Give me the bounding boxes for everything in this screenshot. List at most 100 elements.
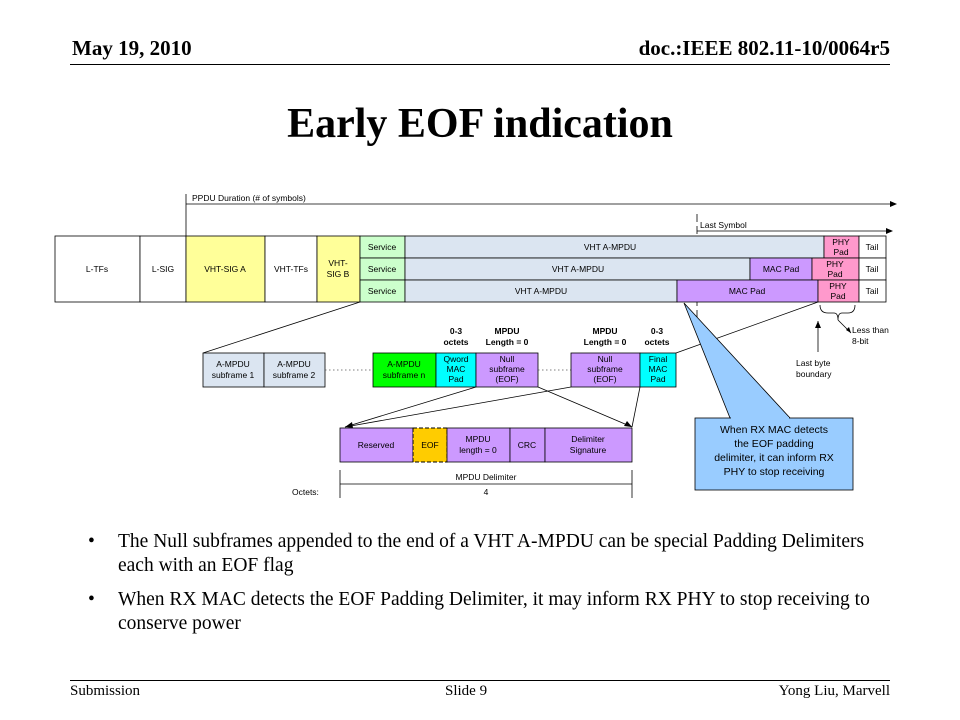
phy-pad-label-1a: PHY: [832, 237, 850, 247]
phy-pad-label-3a: PHY: [829, 281, 847, 291]
null-subframe-2-label-3: (EOF): [593, 374, 616, 384]
ppdu-duration-arrowhead: [890, 201, 897, 207]
mac-pad-label-3: MAC Pad: [729, 286, 766, 296]
ampdu-subframe-n-label-1: A-MPDU: [387, 359, 421, 369]
callout-line-2: the EOF padding: [734, 438, 814, 450]
qword-octets-label-2: octets: [443, 337, 468, 347]
mpdu-delimiter-label: MPDU Delimiter: [456, 472, 517, 482]
ampdu-subframe-2-label-2: subframe 2: [273, 370, 316, 380]
footer-submission: Submission: [70, 683, 141, 699]
expansion-line-left: [202, 301, 361, 354]
qword-mac-pad-label-3: Pad: [448, 374, 463, 384]
last-symbol-label: Last Symbol: [700, 220, 747, 230]
mpdu-length-label-2: length = 0: [459, 445, 497, 455]
final-octets-label-1: 0-3: [651, 326, 664, 336]
null-mpdu-label-1: MPDU: [494, 326, 519, 336]
eof-box: [412, 427, 448, 463]
qword-mac-pad-label-2: MAC: [447, 364, 466, 374]
null-subframe-2-box: [570, 352, 641, 388]
expansion-line-right: [675, 301, 819, 354]
crc-label: CRC: [518, 440, 536, 450]
null-subframe-1-label-2: subframe: [489, 364, 525, 374]
last-byte-arrowhead: [815, 321, 821, 328]
ampdu-subframe-1-box: [202, 352, 265, 388]
bullet-item: • The Null subframes appended to the end …: [88, 530, 888, 578]
phy-pad-label-1b: Pad: [833, 247, 848, 257]
header-doc-id: doc.:IEEE 802.11-10/0064r5: [638, 36, 890, 60]
qword-mac-pad-label-1: Qword: [443, 354, 468, 364]
null-subframe-2-label-2: subframe: [587, 364, 623, 374]
last-byte-label-1: Last byte: [796, 358, 831, 368]
last-symbol-arrowhead: [886, 228, 893, 234]
footer-slide-number: Slide 9: [445, 683, 488, 699]
less-than-label-2: 8-bit: [852, 336, 869, 346]
vht-ampdu-label-1: VHT A-MPDU: [584, 242, 636, 252]
callout-line-3: delimiter, it can inform RX: [714, 452, 834, 464]
vhtsigb-box: [316, 235, 361, 303]
service-label-1: Service: [368, 242, 397, 252]
bullet-dot-icon: •: [88, 589, 95, 610]
bullet-list: • The Null subframes appended to the end …: [88, 530, 888, 646]
phy-pad-label-2a: PHY: [826, 259, 844, 269]
tail-label-1: Tail: [866, 242, 879, 252]
ltfs-label: L-TFs: [86, 264, 108, 274]
null-subframe-1-box: [475, 352, 539, 388]
ampdu-subframe-n-label-2: subframe n: [383, 370, 426, 380]
final-mac-pad-label-1: Final: [649, 354, 668, 364]
qword-octets-label-1: 0-3: [450, 326, 463, 336]
null-mpdu-label-2: Length = 0: [486, 337, 529, 347]
mac-pad-label-2: MAC Pad: [763, 264, 800, 274]
callout-line-4: PHY to stop receiving: [724, 466, 825, 478]
bullet-dot-icon: •: [88, 531, 95, 552]
callout-line-1: When RX MAC detects: [720, 424, 828, 436]
octets-value: 4: [484, 487, 489, 497]
eof-label: EOF: [421, 440, 438, 450]
phy-pad-label-3b: Pad: [830, 291, 845, 301]
vht-ampdu-label-3: VHT A-MPDU: [515, 286, 567, 296]
bullet-item: • When RX MAC detects the EOF Padding Del…: [88, 588, 888, 636]
reserved-label: Reserved: [358, 440, 395, 450]
callout-pointer: [683, 302, 791, 419]
delim-arrow-3: [344, 386, 572, 428]
delimiter-signature-label-2: Signature: [570, 445, 607, 455]
null-subframe-1-label-1: Null: [500, 354, 515, 364]
less-than-label-1: Less than: [852, 325, 889, 335]
service-label-2: Service: [368, 264, 397, 274]
lsig-box: [139, 235, 187, 303]
delim-arrow-2: [537, 386, 633, 428]
ampdu-subframe-n-box: [372, 352, 437, 388]
header-rule: [70, 64, 890, 65]
tail-box-3: [858, 279, 887, 303]
footer-rule: [70, 680, 890, 681]
final-mac-pad-box: [639, 352, 677, 388]
tail-label-2: Tail: [866, 264, 879, 274]
bullet-text: When RX MAC detects the EOF Padding Deli…: [118, 589, 870, 634]
vhttfs-label: VHT-TFs: [274, 264, 308, 274]
header-date: May 19, 2010: [72, 36, 192, 60]
vhtsiga-label: VHT-SIG A: [204, 264, 246, 274]
mpdu-length-label-1: MPDU: [465, 434, 490, 444]
delim-arrow-1: [344, 386, 477, 428]
null2-mpdu-label-2: Length = 0: [584, 337, 627, 347]
ampdu-subframe-1-label-1: A-MPDU: [216, 359, 250, 369]
delim-arrow-4: [631, 386, 641, 428]
service-label-3: Service: [368, 286, 397, 296]
delim-arrowhead-2: [624, 421, 632, 427]
final-mac-pad-label-2: MAC: [649, 364, 668, 374]
footer-author: Yong Liu, Marvell: [778, 683, 890, 699]
octets-label: Octets:: [292, 487, 319, 497]
final-mac-pad-label-3: Pad: [650, 374, 665, 384]
null2-mpdu-label-1: MPDU: [592, 326, 617, 336]
null-subframe-1-label-3: (EOF): [495, 374, 518, 384]
tail-label-3: Tail: [866, 286, 879, 296]
last-byte-label-2: boundary: [796, 369, 832, 379]
ppdu-duration-label: PPDU Duration (# of symbols): [192, 193, 306, 203]
vhtsigb-label-1: VHT-: [328, 258, 348, 268]
final-octets-label-2: octets: [644, 337, 669, 347]
vhtsigb-label-2: SIG B: [327, 269, 350, 279]
delimiter-signature-label-1: Delimiter: [571, 434, 605, 444]
bullet-text: The Null subframes appended to the end o…: [118, 531, 865, 576]
ampdu-subframe-1-label-2: subframe 1: [212, 370, 255, 380]
less-than-arrowhead: [846, 327, 851, 333]
